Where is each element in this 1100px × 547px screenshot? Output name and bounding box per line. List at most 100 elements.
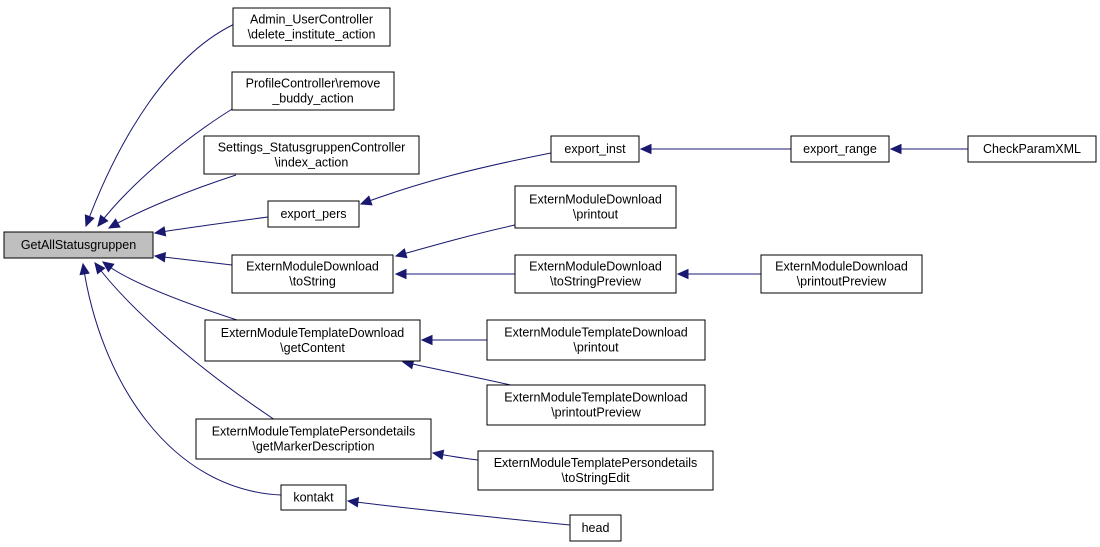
node-box[interactable] <box>967 135 1097 163</box>
node-box[interactable] <box>231 71 395 111</box>
node-box[interactable] <box>790 135 890 163</box>
node-emd-printout[interactable]: ExternModuleDownload\printout <box>514 185 677 229</box>
node-box[interactable] <box>514 185 677 229</box>
arrowhead-export_range-to-export_inst <box>639 143 652 155</box>
node-emtd-printoutpreview[interactable]: ExternModuleTemplateDownload\printoutPre… <box>486 384 706 426</box>
nodes-layer: GetAllStatusgruppenAdmin_UserController\… <box>3 7 1097 542</box>
node-box[interactable] <box>203 135 420 175</box>
node-label: ExternModuleTemplateDownload <box>504 391 687 405</box>
node-label: \toStringPreview <box>550 275 642 289</box>
node-root[interactable]: GetAllStatusgruppen <box>3 231 154 259</box>
node-checkparamxml[interactable]: CheckParamXML <box>967 135 1097 163</box>
node-emtp-tostringedit[interactable]: ExternModuleTemplatePersondetails\toStri… <box>477 450 714 491</box>
node-export-pers[interactable]: export_pers <box>267 200 360 228</box>
arrowhead-emtd_printout-to-emtd_getcontent <box>420 334 433 346</box>
arrowhead-checkparamxml-to-export_range <box>889 143 902 155</box>
node-label: head <box>582 521 610 535</box>
node-label: _buddy_action <box>271 92 353 106</box>
edge-export_inst-to-export_pers <box>360 152 552 205</box>
edge-emd_tostring-to-root <box>154 255 233 266</box>
arrowhead-emd_printout-to-emd_tostring <box>394 248 408 259</box>
node-label: GetAllStatusgruppen <box>21 238 136 252</box>
node-label: export_range <box>803 142 877 156</box>
edge-admin-to-root <box>85 21 240 227</box>
edge-emtp_getmarker-to-root <box>94 262 276 421</box>
arrowhead-kontakt-to-root <box>79 262 90 276</box>
node-label: Admin_UserController <box>250 13 373 27</box>
arrowhead-emtp_tostringedit-to-emtp_getmarker <box>431 449 445 461</box>
arrowhead-emtd_getcontent-to-root <box>102 261 115 273</box>
arrowhead-export_inst-to-export_pers <box>359 195 373 206</box>
node-label: kontakt <box>293 491 334 505</box>
node-box[interactable] <box>514 254 677 294</box>
node-label: \toStringEdit <box>561 471 630 485</box>
node-box[interactable] <box>3 231 154 259</box>
node-box[interactable] <box>486 384 706 426</box>
node-label: ExternModuleDownload <box>529 193 662 207</box>
node-box[interactable] <box>477 450 714 491</box>
node-box[interactable] <box>550 135 640 163</box>
node-settings[interactable]: Settings_StatusgruppenController\index_a… <box>203 135 420 175</box>
node-box[interactable] <box>569 514 622 542</box>
edges-layer <box>79 21 968 526</box>
node-box[interactable] <box>195 418 432 460</box>
node-label: \printoutPreview <box>551 406 642 420</box>
node-label: ExternModuleTemplateDownload <box>504 326 687 340</box>
node-head[interactable]: head <box>569 514 622 542</box>
node-box[interactable] <box>204 319 421 362</box>
arrowhead-emd_tostringpreview-to-emd_tostring <box>394 268 407 280</box>
node-label: \printoutPreview <box>797 275 888 289</box>
node-label: CheckParamXML <box>983 142 1081 156</box>
edge-settings-to-root <box>108 174 237 229</box>
node-label: \getMarkerDescription <box>252 440 374 454</box>
arrowhead-head-to-kontakt <box>346 497 360 508</box>
arrowhead-settings-to-root <box>107 218 121 229</box>
node-emd-tostring[interactable]: ExternModuleDownload\toString <box>231 254 394 294</box>
node-label: export_inst <box>564 142 626 156</box>
node-box[interactable] <box>232 7 391 47</box>
node-label: ProfileController\remove <box>246 77 381 91</box>
edge-emtd_getcontent-to-root <box>102 261 241 322</box>
node-emd-printoutpreview[interactable]: ExternModuleDownload\printoutPreview <box>760 254 923 294</box>
node-label: export_pers <box>280 207 346 221</box>
arrowhead-profile-to-root <box>97 214 109 227</box>
node-box[interactable] <box>267 200 360 228</box>
node-emtd-printout[interactable]: ExternModuleTemplateDownload\printout <box>486 319 706 361</box>
node-label: Settings_StatusgruppenController <box>218 141 406 155</box>
node-box[interactable] <box>280 484 347 511</box>
node-box[interactable] <box>760 254 923 294</box>
edge-emtd_printoutpreview-to-emtd_getcontent <box>402 361 516 387</box>
node-label: \printout <box>573 341 619 355</box>
node-label: \toString <box>289 275 336 289</box>
edge-kontakt-to-root <box>82 263 282 496</box>
edge-emd_printout-to-emd_tostring <box>395 224 516 257</box>
node-label: ExternModuleTemplatePersondetails <box>212 425 416 439</box>
node-label: \delete_institute_action <box>248 28 376 42</box>
node-profile[interactable]: ProfileController\remove_buddy_action <box>231 71 395 111</box>
node-admin[interactable]: Admin_UserController\delete_institute_ac… <box>232 7 391 47</box>
arrowhead-export_pers-to-root <box>153 226 167 237</box>
node-label: ExternModuleDownload <box>529 260 662 274</box>
edge-profile-to-root <box>97 102 243 227</box>
node-emtd-getcontent[interactable]: ExternModuleTemplateDownload\getContent <box>204 319 421 362</box>
node-label: ExternModuleDownload <box>246 260 379 274</box>
edge-head-to-kontakt <box>347 500 571 526</box>
edge-export_pers-to-root <box>154 216 269 234</box>
node-kontakt[interactable]: kontakt <box>280 484 347 511</box>
node-export-range[interactable]: export_range <box>790 135 890 163</box>
node-emtp-getmarker[interactable]: ExternModuleTemplatePersondetails\getMar… <box>195 418 432 460</box>
node-box[interactable] <box>231 254 394 294</box>
node-label: \getContent <box>280 341 345 355</box>
node-label: \index_action <box>275 156 349 170</box>
node-export-inst[interactable]: export_inst <box>550 135 640 163</box>
arrowhead-emd_printoutpreview-to-emd_tostringpreview <box>676 268 689 280</box>
arrowhead-emtp_getmarker-to-root <box>94 262 106 275</box>
node-emd-tostringpreview[interactable]: ExternModuleDownload\toStringPreview <box>514 254 677 294</box>
node-label: ExternModuleTemplateDownload <box>221 326 404 340</box>
node-label: ExternModuleTemplatePersondetails <box>494 456 698 470</box>
node-box[interactable] <box>486 319 706 361</box>
arrowhead-emd_tostring-to-root <box>153 252 167 263</box>
arrowhead-admin-to-root <box>84 214 95 228</box>
node-label: \printout <box>573 208 619 222</box>
